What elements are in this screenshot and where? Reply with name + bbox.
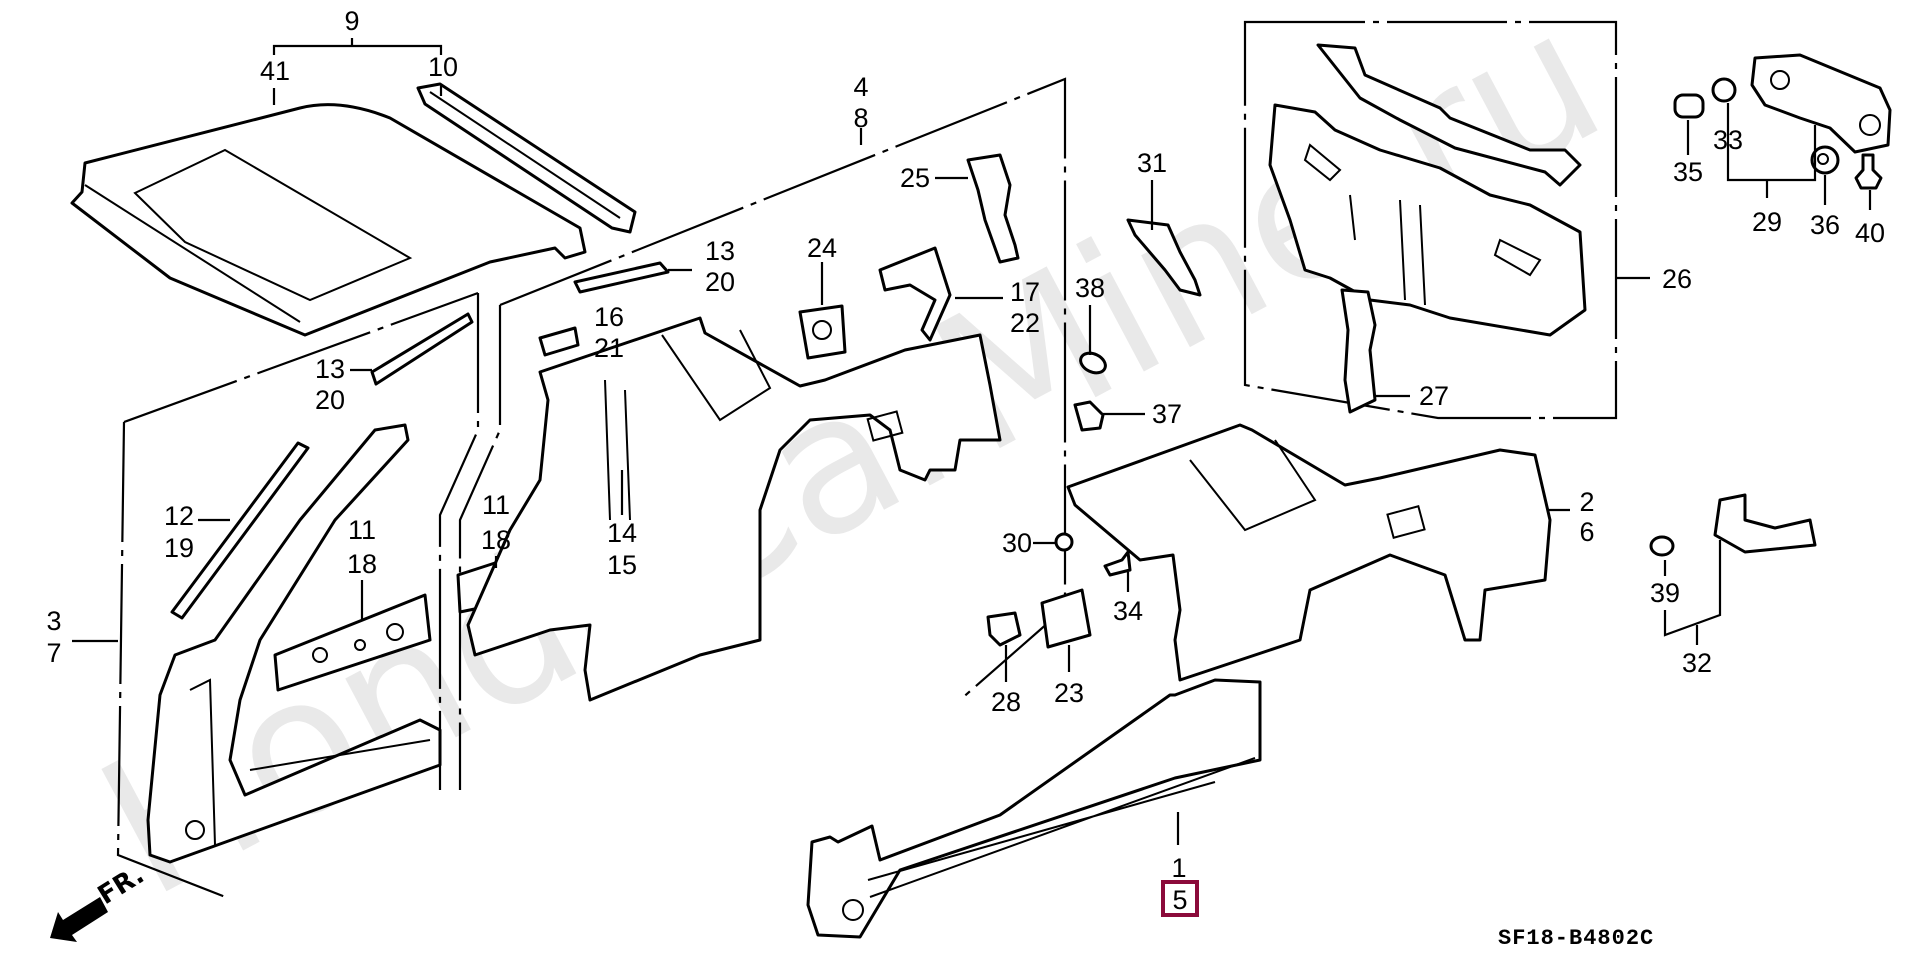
callout-22[interactable]: 22 [1010, 308, 1040, 338]
callout-10[interactable]: 10 [428, 52, 458, 82]
callout-40[interactable]: 40 [1855, 218, 1885, 248]
rail-part-13-upper [573, 261, 670, 294]
quarter-panel-part-4[interactable] [466, 316, 1002, 702]
callout-29[interactable]: 29 [1752, 207, 1782, 237]
roof-panel-part-41[interactable] [70, 103, 587, 337]
callout-5[interactable]: 5 [1172, 885, 1187, 915]
clip-part-37[interactable] [1073, 400, 1105, 432]
bracket-part-31[interactable] [1126, 218, 1202, 297]
callout-8[interactable]: 8 [853, 103, 868, 133]
callout-17[interactable]: 17 [1010, 277, 1040, 307]
group-box-3-7 [116, 291, 480, 900]
group-box-26 [1243, 20, 1618, 420]
callout-27[interactable]: 27 [1419, 381, 1449, 411]
callout-13-lower[interactable]: 13 [315, 354, 345, 384]
callout-37[interactable]: 37 [1152, 399, 1182, 429]
front-pillar-part-3[interactable] [146, 423, 442, 864]
callout-7[interactable]: 7 [46, 638, 61, 668]
callout-2[interactable]: 2 [1579, 487, 1594, 517]
callout-20-upper[interactable]: 20 [705, 267, 735, 297]
callout-30[interactable]: 30 [1002, 528, 1032, 558]
clip-part-28[interactable] [986, 611, 1022, 647]
rear-panel-part-26[interactable] [1268, 103, 1587, 337]
callout-21[interactable]: 21 [594, 333, 624, 363]
callout-19[interactable]: 19 [164, 533, 194, 563]
bracket-part-17[interactable] [878, 246, 952, 342]
quarter-panel-part-2[interactable] [1066, 423, 1552, 682]
callout-18-left[interactable]: 18 [347, 549, 377, 579]
callout-1[interactable]: 1 [1171, 853, 1186, 883]
bracket-part-27[interactable] [1340, 288, 1377, 414]
callout-13-upper[interactable]: 13 [705, 236, 735, 266]
washer-part-33[interactable] [1711, 77, 1737, 103]
highlight-box [1161, 880, 1199, 917]
callout-3[interactable]: 3 [46, 606, 61, 636]
callout-41[interactable]: 41 [260, 56, 290, 86]
callout-4[interactable]: 4 [853, 72, 868, 102]
drawing-code: SF18-B4802C [1498, 926, 1654, 951]
clip-part-38[interactable] [1077, 349, 1108, 376]
callout-31[interactable]: 31 [1137, 148, 1167, 178]
callout-14[interactable]: 14 [607, 518, 637, 548]
group-box-4-8 [458, 77, 1067, 790]
callout-33[interactable]: 33 [1713, 125, 1743, 155]
bracket-part-32[interactable] [1713, 493, 1817, 554]
callout-24[interactable]: 24 [807, 233, 837, 263]
callout-11-right[interactable]: 11 [482, 490, 510, 520]
callout-38[interactable]: 38 [1075, 273, 1105, 303]
callout-labels: 9 41 10 4 8 25 13 20 24 17 22 16 21 31 2… [46, 6, 1885, 883]
callout-11-left[interactable]: 11 [348, 515, 376, 545]
callout-39[interactable]: 39 [1650, 578, 1680, 608]
callout-32[interactable]: 32 [1682, 648, 1712, 678]
bolt-part-40[interactable] [1854, 153, 1883, 190]
callout-6[interactable]: 6 [1579, 517, 1594, 547]
callout-35[interactable]: 35 [1673, 157, 1703, 187]
bracket-part-25[interactable] [966, 153, 1020, 264]
callout-25[interactable]: 25 [900, 163, 930, 193]
grommet-part-24[interactable] [798, 304, 847, 360]
callout-9[interactable]: 9 [344, 6, 359, 36]
roof-rail-part-13-lower [370, 312, 474, 386]
front-arrow-icon [50, 897, 108, 942]
latch-assembly-part-29[interactable] [1750, 53, 1892, 154]
bracket-9 [272, 38, 443, 105]
bolt-part-34[interactable] [1103, 550, 1132, 577]
callout-15[interactable]: 15 [607, 550, 637, 580]
callout-18-right[interactable]: 18 [481, 525, 511, 555]
roof-side-rail-part-12 [170, 441, 310, 620]
bolt-part-39[interactable] [1649, 535, 1675, 557]
highlighted-callout-5[interactable]: 5 [1161, 880, 1199, 917]
nut-part-35[interactable] [1673, 93, 1705, 119]
leader-lines [72, 103, 1872, 845]
front-direction-indicator: FR. [50, 860, 150, 942]
nut-part-30[interactable] [1054, 532, 1074, 552]
lid-part-23[interactable] [1040, 588, 1092, 649]
rear-panel-upper-part [1316, 43, 1582, 187]
side-sill-part-1[interactable] [806, 678, 1262, 939]
callout-12[interactable]: 12 [164, 501, 194, 531]
nut-part-36[interactable] [1810, 145, 1840, 175]
bracket-part-16 [538, 326, 580, 357]
callout-23[interactable]: 23 [1054, 678, 1084, 708]
callout-16[interactable]: 16 [594, 302, 624, 332]
callout-28[interactable]: 28 [991, 687, 1021, 717]
roof-rail-part-10[interactable] [416, 82, 637, 234]
callout-36[interactable]: 36 [1810, 210, 1840, 240]
callout-34[interactable]: 34 [1113, 596, 1143, 626]
callout-26[interactable]: 26 [1662, 264, 1692, 294]
sill-reinforcement-part-11[interactable] [273, 593, 432, 692]
callout-20-lower[interactable]: 20 [315, 385, 345, 415]
